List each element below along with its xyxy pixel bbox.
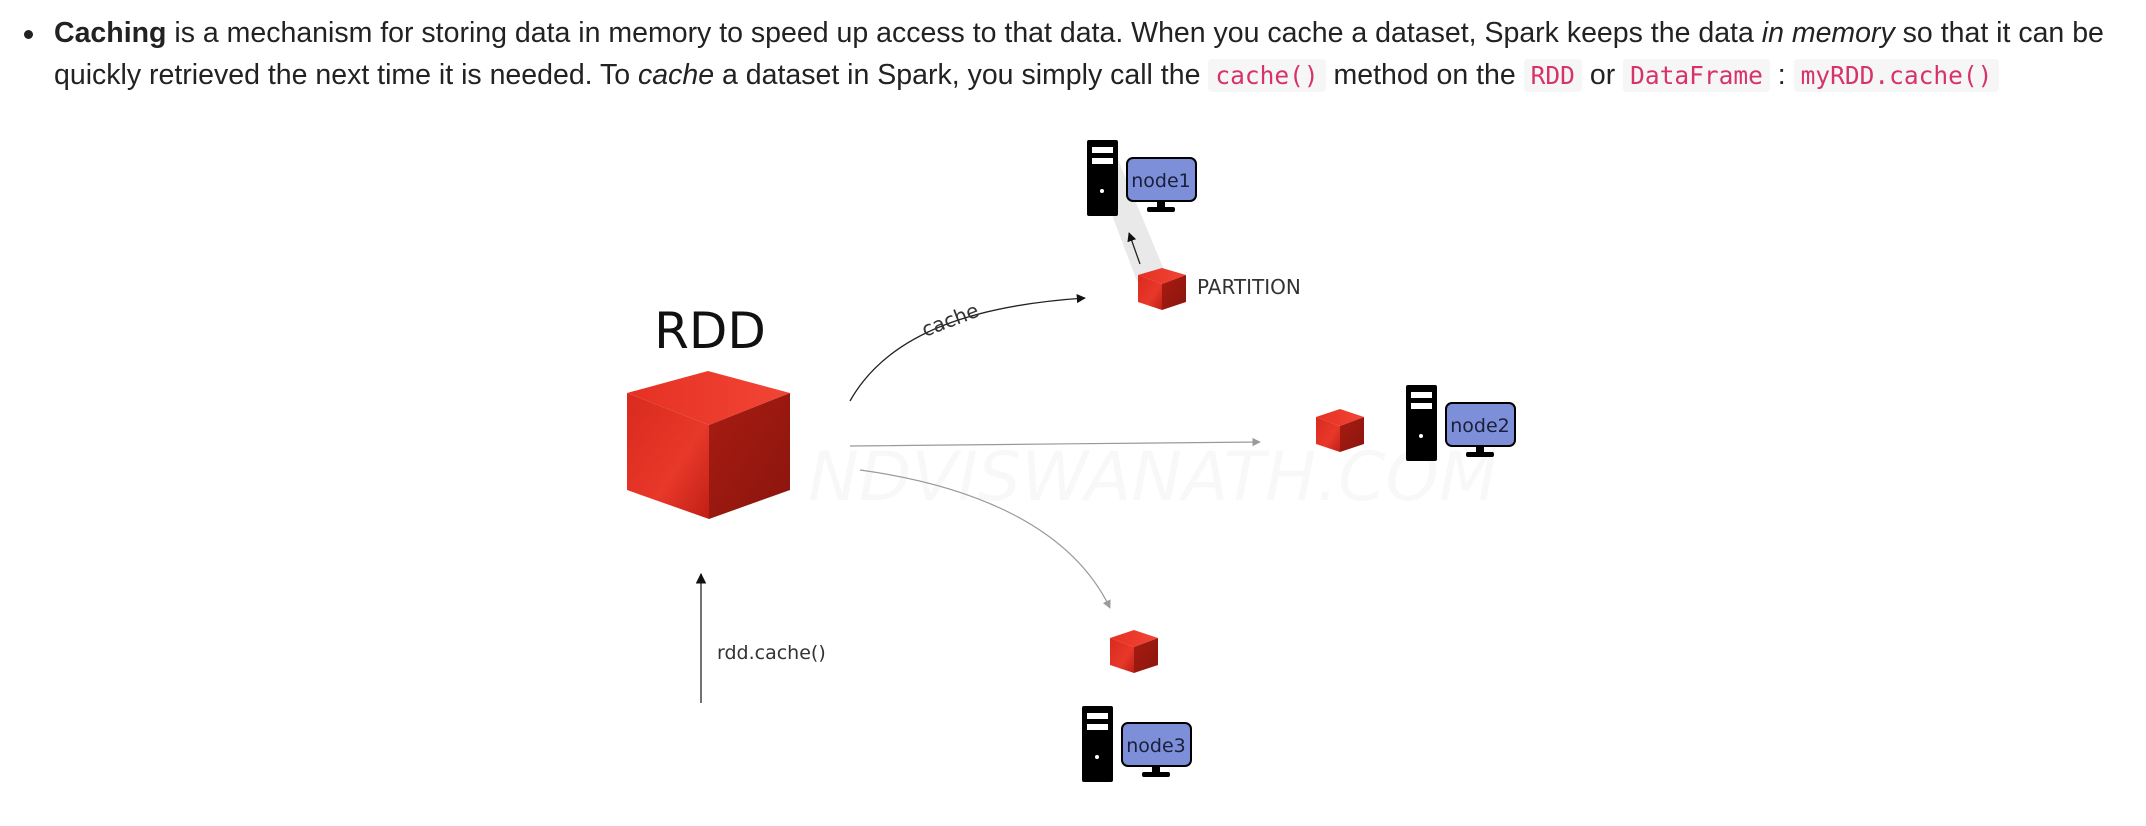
code-myrdd-cache: myRDD.cache() [1793,59,2000,92]
partition-cube-node2 [1316,409,1364,452]
content-list: Caching is a mechanism for storing data … [0,0,2146,97]
partition-arrow-node3 [859,469,1111,609]
watermark: NDVISWANATH.COM [808,438,1498,517]
cache-label: cache [918,298,982,342]
code-cache-method: cache() [1208,59,1326,92]
node1-upload-arrow [1127,232,1141,265]
partition-cube-node3 [1110,630,1158,673]
paragraph-text-2: so that it can be quickly retrieved the … [54,17,2104,91]
paragraph-text-1: is a mechanism for storing data in memor… [166,17,1762,49]
node1-computer: node1 [1087,140,1197,216]
node1-tower [1087,140,1118,216]
node3-computer: node3 [1082,706,1192,782]
paragraph-text-3: a dataset in Spark, you simply call the [714,59,1209,91]
node3-label: node3 [1126,735,1186,757]
node2-monitor [1445,402,1516,447]
emphasis-in-memory: in memory [1761,17,1895,49]
paragraph-text-6: : [1769,59,1794,91]
node2-label: node2 [1450,415,1510,437]
node3-monitor [1121,722,1192,767]
cache-arrow [849,294,1086,402]
rdd-cache-label: rdd.cache() [717,642,826,664]
node3-tower [1082,706,1113,782]
partition-label: PARTITION [1197,275,1301,299]
caching-paragraph: Caching is a mechanism for storing data … [0,0,2146,97]
node2-tower [1406,385,1437,461]
bullet-dot [24,30,33,39]
code-dataframe: DataFrame [1623,59,1770,92]
node2-computer: node2 [1406,385,1516,461]
node1-label: node1 [1131,170,1191,192]
rdd-label: RDD [654,302,766,360]
emphasis-cache: cache [638,59,715,91]
node1-monitor [1126,157,1197,202]
partition-arrow-node2 [849,437,1261,447]
node1-transfer-beam [1093,157,1165,281]
rdd-cube [627,371,790,519]
partition-cube-node1 [1138,268,1186,310]
paragraph-text-4: method on the [1325,59,1524,91]
paragraph-text-5: or [1581,59,1624,91]
code-rdd: RDD [1523,59,1582,92]
caching-term: Caching [54,17,167,49]
